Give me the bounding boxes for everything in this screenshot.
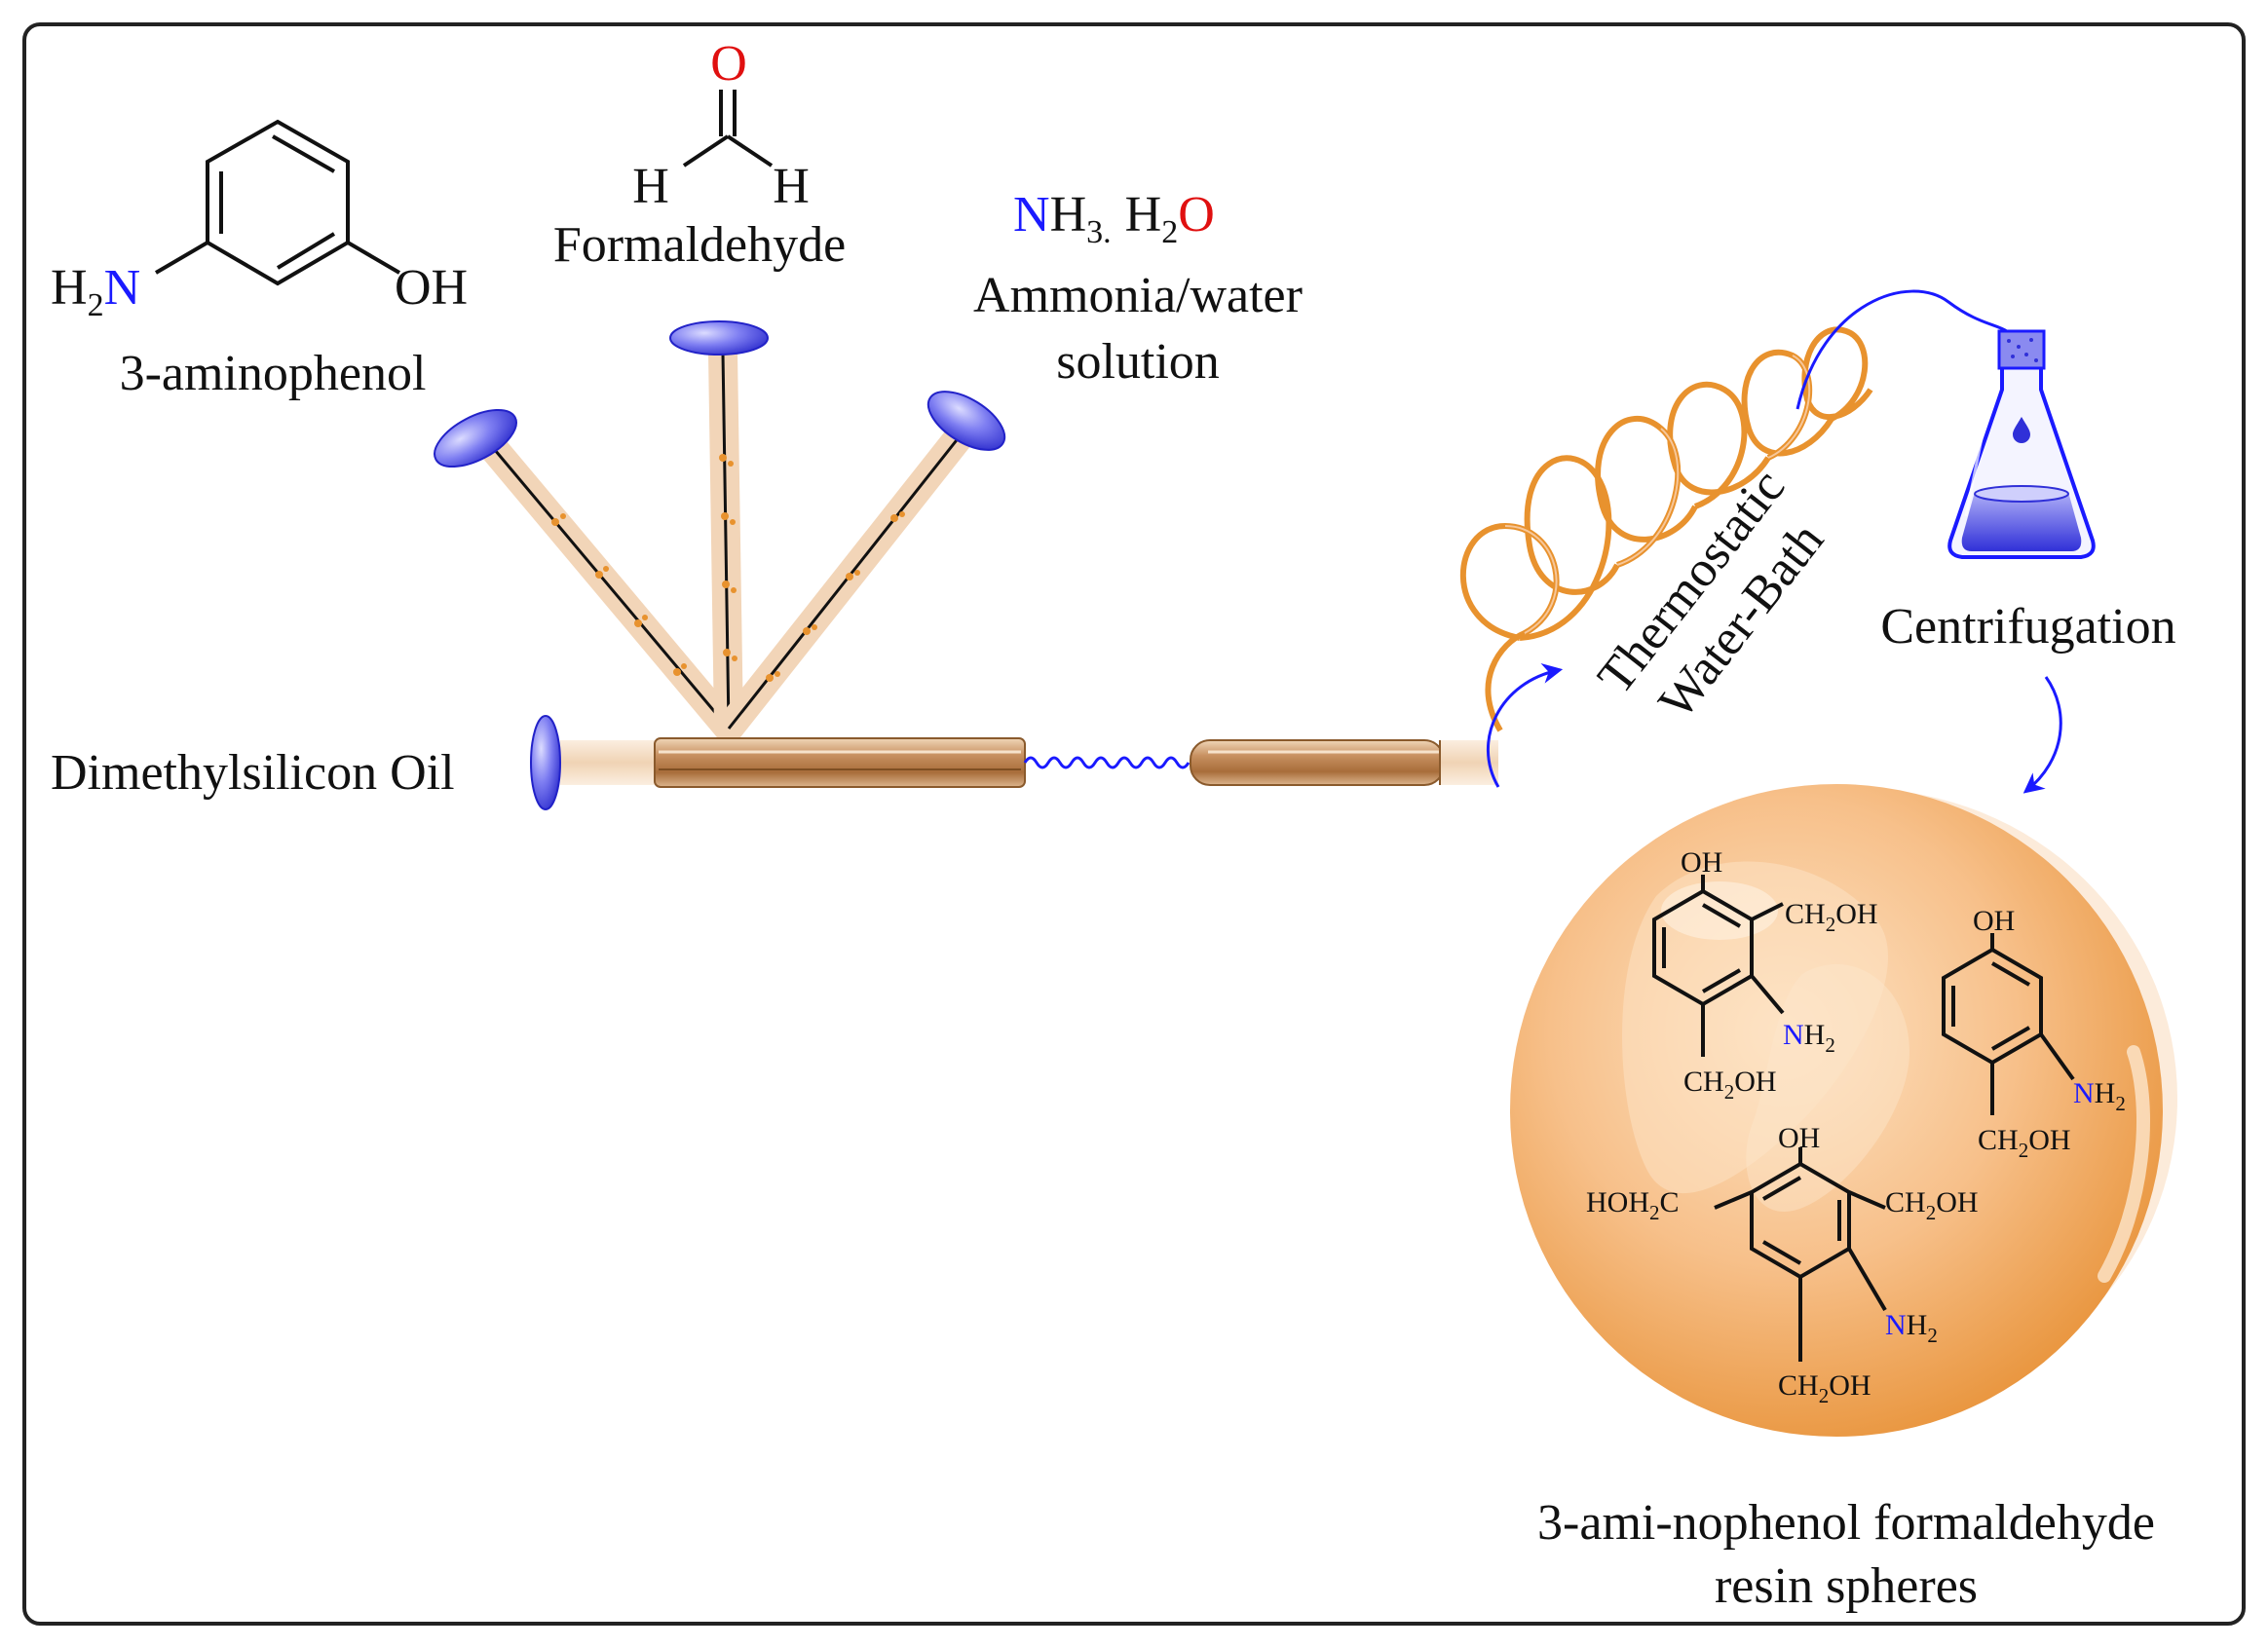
molecule-group: CH2OH bbox=[1683, 1066, 1777, 1104]
capsule-icon bbox=[434, 408, 517, 468]
aminophenol-label: 3-aminophenol bbox=[120, 346, 427, 401]
molecule-group: NH2 bbox=[1783, 1019, 1835, 1057]
arrow-icon bbox=[1487, 663, 1564, 788]
svg-text:O: O bbox=[710, 36, 747, 92]
product-label-line2: resin spheres bbox=[1715, 1558, 1978, 1614]
feed-tube-middle bbox=[708, 338, 743, 743]
molecule-structure bbox=[1942, 933, 2075, 1115]
molecule-group: NH2 bbox=[2073, 1077, 2126, 1115]
svg-text:OH: OH bbox=[1973, 905, 2015, 937]
molecule-group: CH2OH bbox=[1785, 898, 1878, 936]
molecule-group: HOH2C bbox=[1586, 1186, 1680, 1224]
ammonia-formula: NH3.H2O bbox=[1013, 187, 1215, 250]
feed-tube-right bbox=[714, 422, 974, 743]
arrow-icon bbox=[2022, 676, 2062, 794]
outer-frame bbox=[22, 22, 2246, 1626]
aminophenol-structure: H2N OH bbox=[51, 119, 468, 323]
svg-text:OH: OH bbox=[1778, 1122, 1820, 1154]
capsule-icon bbox=[926, 391, 1006, 451]
aminophenol-hydroxyl-group: OH bbox=[395, 260, 468, 316]
molecule-structure bbox=[1652, 875, 1785, 1057]
molecule-group: CH2OH bbox=[1978, 1124, 2071, 1162]
molecule-structure bbox=[1714, 1147, 1887, 1362]
oil-label: Dimethylsilicon Oil bbox=[51, 745, 455, 801]
microreactor-tube bbox=[560, 737, 1498, 788]
feed-tube-left bbox=[480, 435, 743, 743]
ammonia-label-line1: Ammonia/water bbox=[973, 268, 1303, 323]
capsule-icon bbox=[530, 715, 561, 810]
svg-text:H: H bbox=[773, 159, 810, 214]
bath-label: Thermostatic Water-Bath bbox=[1587, 460, 1834, 730]
ammonia-label-line2: solution bbox=[1056, 334, 1220, 390]
formaldehyde-structure: O H H bbox=[632, 36, 810, 214]
formaldehyde-label: Formaldehyde bbox=[553, 217, 846, 273]
aminophenol-amine-group: H2N bbox=[51, 260, 140, 323]
product-label-line1: 3-ami-nophenol formaldehyde bbox=[1537, 1495, 2155, 1551]
svg-text:H: H bbox=[632, 159, 669, 214]
molecule-group: NH2 bbox=[1885, 1309, 1938, 1347]
molecule-group: CH2OH bbox=[1885, 1186, 1979, 1224]
sphere-icon bbox=[1510, 784, 2177, 1437]
centrifugation-label: Centrifugation bbox=[1880, 599, 2175, 655]
flask-icon bbox=[1947, 329, 2096, 559]
capsule-icon bbox=[669, 320, 769, 356]
coil-icon-inner bbox=[1504, 355, 1811, 634]
svg-text:OH: OH bbox=[1681, 846, 1722, 879]
connector-line bbox=[1796, 289, 2019, 410]
molecule-group: CH2OH bbox=[1778, 1369, 1871, 1407]
